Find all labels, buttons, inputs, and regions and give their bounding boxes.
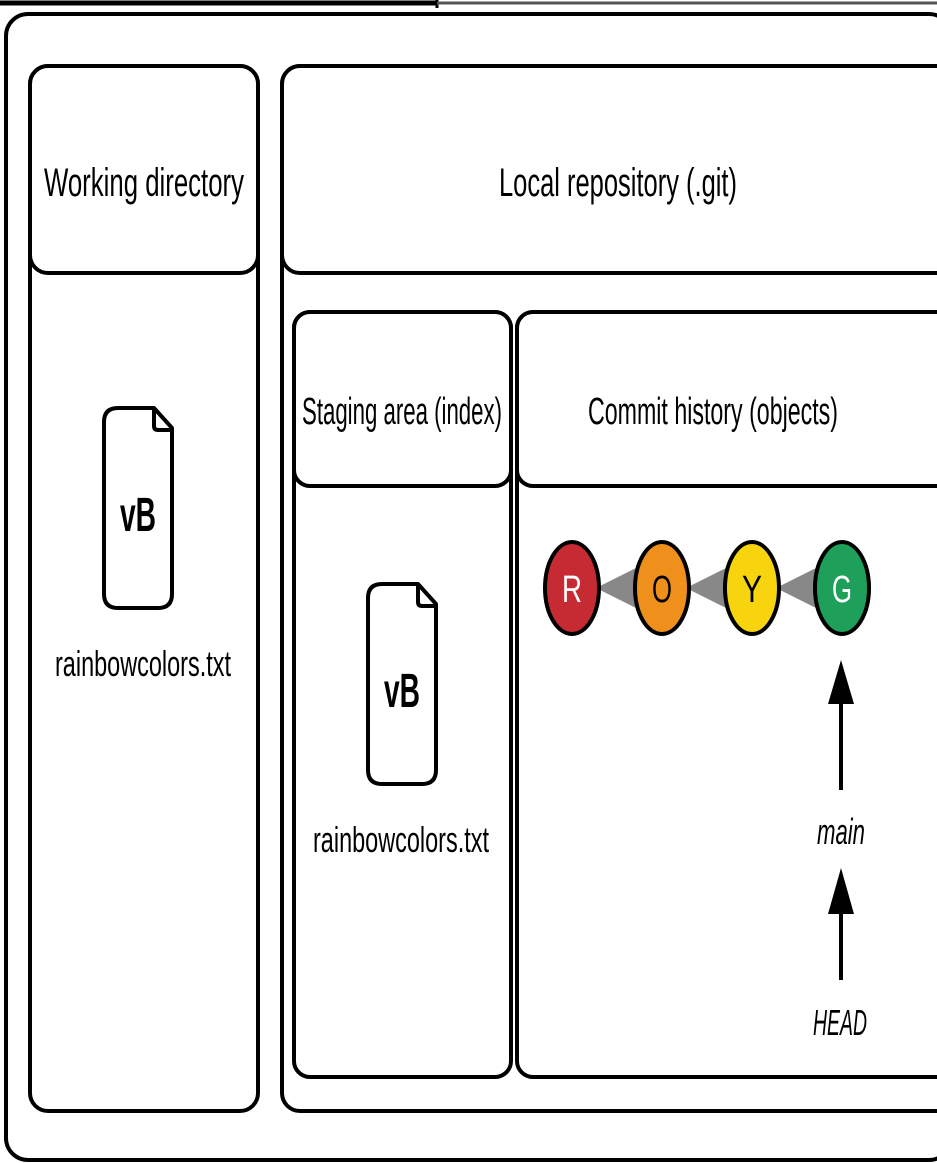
head-label: HEAD: [813, 1002, 867, 1043]
commit-history-title: Commit history (objects): [588, 391, 838, 433]
working-file-version: vB: [120, 489, 156, 542]
local-repository-panel: Local repository (.git) Staging area (in…: [280, 64, 937, 1113]
local-repository-title: Local repository (.git): [499, 161, 737, 205]
commit-node-y: Y: [723, 540, 781, 636]
commit-circle: [633, 540, 691, 636]
commit-label: O: [652, 569, 672, 611]
commit-circle: [723, 540, 781, 636]
commit-node-g: G: [813, 540, 871, 636]
branch-main-label: main: [817, 811, 865, 852]
staged-file-name: rainbowcolors.txt: [313, 819, 489, 860]
working-directory-panel: Working directory vB rainbowcolors.txt: [28, 64, 260, 1113]
head-to-main-arrow: [828, 868, 854, 980]
working-directory-header: [28, 64, 260, 275]
commit-history-header: [515, 310, 937, 488]
main-to-commit-arrow: [828, 660, 854, 790]
commit-label: G: [832, 569, 852, 611]
commit-circle: [813, 540, 871, 636]
staged-file-icon: vB: [366, 582, 438, 786]
staging-area-header: [292, 310, 513, 488]
staging-area-panel: Staging area (index) vB rainbowcolors.tx…: [292, 310, 513, 1079]
commit-label: Y: [742, 569, 762, 611]
working-file-icon: vB: [102, 406, 174, 610]
commit-circle: [543, 540, 601, 636]
local-repository-header: [280, 64, 937, 275]
staged-file-version: vB: [384, 665, 420, 718]
top-frame-edge: [0, 0, 937, 8]
commit-history-panel: Commit history (objects) R O Y G main HEAD: [515, 310, 937, 1079]
commit-node-r: R: [543, 540, 601, 636]
working-directory-title: Working directory: [44, 161, 244, 205]
commit-node-o: O: [633, 540, 691, 636]
working-file-name: rainbowcolors.txt: [55, 643, 231, 684]
staging-area-title: Staging area (index): [302, 391, 502, 433]
commit-label: R: [562, 569, 582, 611]
